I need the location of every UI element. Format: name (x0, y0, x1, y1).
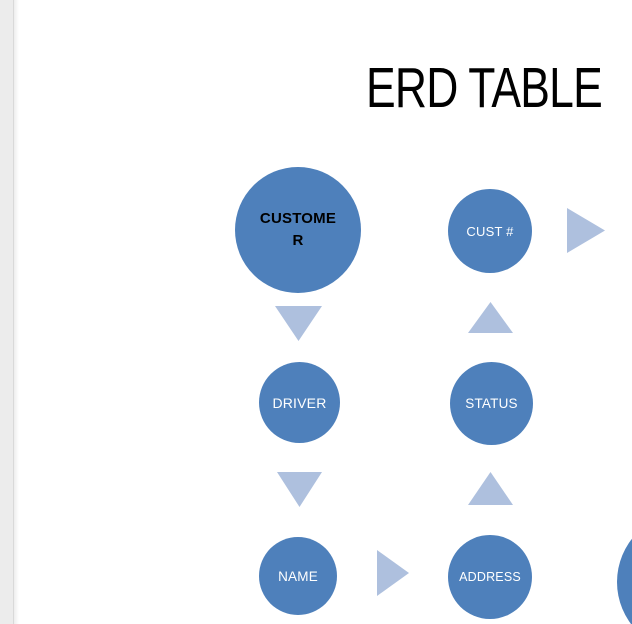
diagram-node-address: ADDRESS (448, 535, 532, 619)
connector-arrow-up-status-custnumber (468, 302, 513, 333)
page-edge-shadow (14, 0, 19, 624)
node-label-driver: DRIVER (272, 394, 327, 411)
node-label-name: NAME (278, 568, 318, 584)
diagram-node-customer: CUSTOMER (235, 167, 361, 293)
connector-arrow-right-name-address (377, 550, 409, 596)
connector-arrow-down-driver-name (277, 472, 322, 507)
canvas-gutter (0, 0, 14, 624)
node-label-customer: CUSTOMER (259, 210, 337, 249)
connector-arrow-up-address-status (468, 472, 513, 505)
diagram-node-status: STATUS (450, 362, 533, 445)
diagram-node-cust-number: CUST # (448, 189, 532, 273)
node-label-status: STATUS (465, 396, 518, 411)
connector-arrow-down-customer-driver (275, 306, 322, 341)
diagram-node-name: NAME (259, 537, 337, 615)
connector-arrow-right-custnumber (567, 208, 605, 253)
node-label-address: ADDRESS (459, 570, 521, 584)
diagram-node-driver: DRIVER (259, 362, 340, 443)
node-label-cust-number: CUST # (466, 223, 514, 239)
diagram-node-partially-visible (617, 512, 632, 624)
page-title: ERD TABLE (366, 56, 603, 120)
